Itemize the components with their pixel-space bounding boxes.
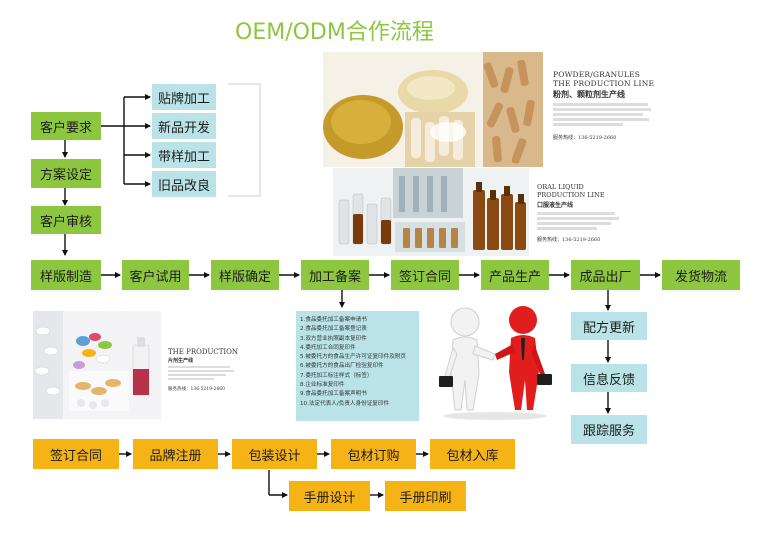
filing-doc-item: 7.委托加工标注样式（标签） [300,372,373,379]
bottom-sign-contract: 签订合同 [33,439,119,469]
powder-card-hotline: 服务热线：136-5219-2660 [553,135,617,141]
manual-printing: 手册印刷 [385,481,466,511]
tablet-card-en: THE PRODUCTION [168,348,238,356]
formula-update-box: 配方更新 [571,312,647,340]
filing-doc-item: 5.被委托方的食品生产许可证复印件及附页 [300,354,407,361]
packaging-purchase: 包材订购 [331,439,416,469]
tablet-product-image [33,311,161,419]
powder-card-en-2: THE PRODUCTION LINE [553,79,655,88]
option-new-product-box: 新品开发 [152,113,216,139]
liquid-card-hotline: 服务热线：136-5219-2660 [537,237,601,243]
page-title: OEM/ODM合作流程 [235,20,434,45]
step-sample-confirm: 样版确定 [211,260,279,290]
handshake-illustration [437,300,555,420]
powder-card-cn: 粉剂、颗粒剂生产线 [553,89,625,99]
liquid-card-cn: 口服液生产线 [537,202,574,209]
option-improve-box: 旧品改良 [152,171,216,197]
filing-doc-item: 6.被委托方的食品出厂检验复印件 [300,363,384,370]
liquid-card-en-1: ORAL LIQUID [537,183,584,191]
filing-doc-item: 8.企业标准复印件 [300,382,345,389]
liquid-card-en-2: PRODUCTION LINE [537,191,605,199]
step-production: 产品生产 [481,260,549,290]
oral-liquid-image [333,168,529,256]
filing-doc-item: 4.委托加工合同复印件 [300,344,356,351]
step-factory-release: 成品出厂 [571,260,640,290]
filing-doc-item: 3.双方营业执照副本复印件 [300,335,367,342]
tablet-card-cn: 片剂生产线 [168,358,194,364]
brand-registration: 品牌注册 [133,439,218,469]
customer-requirement-box: 客户要求 [31,112,101,140]
powder-product-image [323,52,543,167]
powder-line-card: POWDER/GRANULES THE PRODUCTION LINE 粉剂、颗… [553,70,658,162]
feedback-box: 信息反馈 [571,364,647,392]
filing-doc-item: 9.食品委托加工备案声明书 [300,391,367,398]
step-shipping: 发货物流 [662,260,740,290]
option-oem-box: 贴牌加工 [152,84,216,110]
tablet-line-card: THE PRODUCTION 片剂生产线 服务热线：136-5219-2660 [168,348,240,408]
packaging-storage: 包材入库 [430,439,515,469]
tablet-card-hotline: 服务热线：136-5219-2660 [168,387,226,392]
powder-card-en-1: POWDER/GRANULES [553,70,641,79]
step-customer-trial: 客户试用 [122,260,189,290]
filing-doc-item: 10.法定代表人/负责人身份证复印件 [300,400,390,407]
step-sign-contract: 签订合同 [391,260,459,290]
filing-doc-item: 1.食品委托加工备案申请书 [300,317,367,323]
filing-doc-item: 2.食品委托加工备案登记表 [300,326,367,333]
oral-liquid-card: ORAL LIQUID PRODUCTION LINE 口服液生产线 服务热线：… [537,183,627,253]
packaging-design: 包装设计 [232,439,317,469]
plan-setting-box: 方案设定 [31,159,101,188]
filing-documents-list: 1.食品委托加工备案申请书 2.食品委托加工备案登记表 3.双方营业执照副本复印… [296,311,419,421]
option-sample-box: 带样加工 [152,142,216,168]
tracking-service-box: 跟踪服务 [571,415,647,444]
manual-design: 手册设计 [289,481,370,511]
step-processing-filing: 加工备案 [301,260,369,290]
step-sample-making: 样版制造 [31,260,101,290]
customer-review-box: 客户审核 [31,206,101,234]
